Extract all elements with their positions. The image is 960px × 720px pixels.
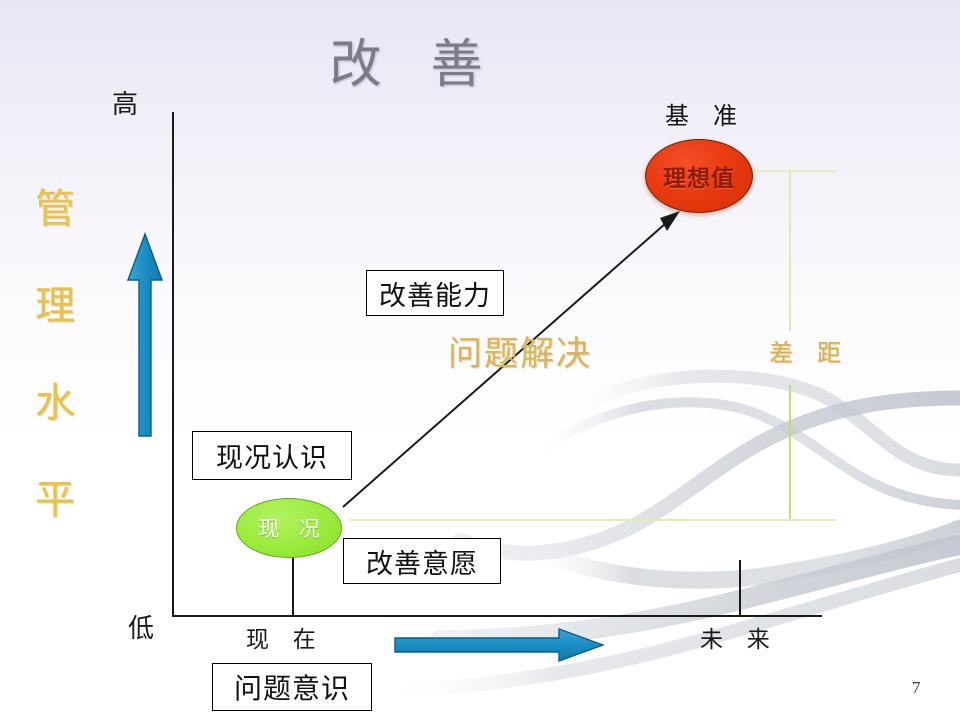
gap-bracket-bottom-line	[350, 519, 836, 521]
page-number: 7	[912, 678, 921, 697]
y-axis-low-label: 低	[128, 614, 155, 643]
y-axis-high-label: 高	[112, 90, 139, 119]
gap-bracket-vertical-lower	[789, 385, 791, 521]
rightward-blue-arrow-icon	[394, 628, 605, 662]
x-axis-line	[172, 615, 822, 617]
current-state-ellipse[interactable]: 现 况	[236, 498, 342, 558]
problem-solving-text: 问题解决	[448, 336, 592, 373]
current-state-label: 现 况	[258, 517, 327, 541]
improvement-will-box[interactable]: 改善意愿	[343, 538, 501, 584]
y-axis-line	[172, 112, 174, 617]
ideal-value-ellipse[interactable]: 理想值	[645, 139, 753, 213]
x-axis-now-label: 现 在	[246, 627, 325, 652]
y-axis-title-char-2: 理	[35, 283, 75, 328]
y-axis-title-char-3: 水	[35, 380, 75, 425]
problem-awareness-box[interactable]: 问题意识	[212, 663, 372, 711]
gap-bracket-top-line	[748, 170, 836, 172]
y-axis-title: 管 理 水 平	[26, 160, 84, 548]
improvement-ability-box[interactable]: 改善能力	[366, 270, 504, 316]
upward-blue-arrow-icon	[126, 232, 164, 437]
x-axis-tick-now	[292, 540, 294, 616]
y-axis-title-char-1: 管	[35, 186, 75, 231]
current-awareness-box[interactable]: 现况认识	[192, 431, 352, 480]
gap-label: 差 距	[769, 341, 850, 367]
gap-bracket-vertical-upper	[789, 171, 791, 331]
y-axis-title-char-4: 平	[35, 477, 75, 522]
benchmark-label: 基 准	[665, 104, 746, 130]
ideal-value-label: 理想值	[663, 166, 735, 191]
x-axis-future-label: 未 来	[700, 627, 779, 652]
page-title: 改 善	[329, 37, 501, 94]
x-axis-tick-future	[739, 560, 741, 616]
